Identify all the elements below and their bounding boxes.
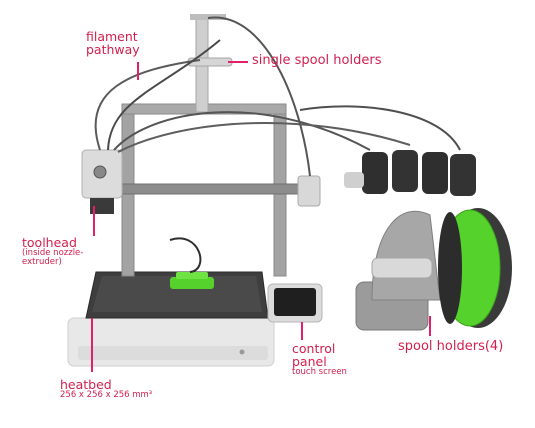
control-panel-display	[274, 288, 316, 316]
heatbed-surface	[92, 276, 262, 312]
spool-feeder-1	[362, 152, 388, 194]
label-heatbed-line1: heatbed	[60, 377, 112, 392]
label-single-spool-holders: single spool holders	[252, 54, 381, 68]
label-filament-pathway-line2: pathway	[86, 42, 140, 58]
spool-feeder-4	[450, 154, 476, 196]
toolhead-fan-icon	[93, 165, 107, 179]
filament-tube-1	[94, 59, 201, 151]
spool-holder-arch	[371, 210, 441, 301]
printed-object	[170, 277, 214, 289]
label-spool-holders: spool holders(4)	[398, 340, 503, 354]
filament-tube-6	[299, 105, 461, 151]
filament-tube-4	[117, 121, 411, 153]
label-toolhead-line1: toolhead	[22, 235, 77, 250]
label-control-panel-line2: panel	[292, 354, 327, 370]
label-spool-holders-text: spool holders(4)	[398, 339, 504, 354]
spool-feeder-3	[422, 152, 448, 194]
filament-tube-3	[113, 111, 371, 151]
filament-tube-2	[107, 39, 221, 151]
label-control-panel-line3: touch screen	[292, 367, 347, 378]
printed-object-top	[176, 272, 208, 279]
label-filament-pathway-line1: filament	[86, 29, 138, 44]
label-toolhead-line3: extruder)	[22, 257, 62, 268]
spool-feeder-2	[392, 150, 418, 192]
label-filament-pathway: filament pathway	[86, 30, 140, 56]
label-heatbed-line2: 256 x 256 x 256 mm³	[60, 390, 153, 401]
spool-holder-spindle	[371, 257, 433, 279]
side-connector	[297, 175, 321, 207]
label-control-panel-line1: control	[292, 341, 336, 356]
spool-feeder-left-cap	[344, 172, 364, 188]
label-control-panel: control panel touch screen	[292, 342, 347, 377]
label-single-spool-holders-text: single spool holders	[252, 53, 382, 68]
printer-base-front	[78, 346, 268, 360]
filament-tube-5	[207, 16, 311, 177]
toolhead-extruder	[90, 198, 114, 214]
label-toolhead-line2: (inside nozzle-	[22, 248, 84, 259]
filament-spool-rim-front	[438, 212, 462, 324]
label-toolhead: toolhead (inside nozzle- extruder)	[22, 236, 83, 267]
label-heatbed: heatbed 256 x 256 x 256 mm³	[60, 378, 152, 400]
gantry-bar	[99, 183, 319, 195]
power-button-icon	[239, 349, 245, 355]
power-cable	[169, 237, 202, 273]
